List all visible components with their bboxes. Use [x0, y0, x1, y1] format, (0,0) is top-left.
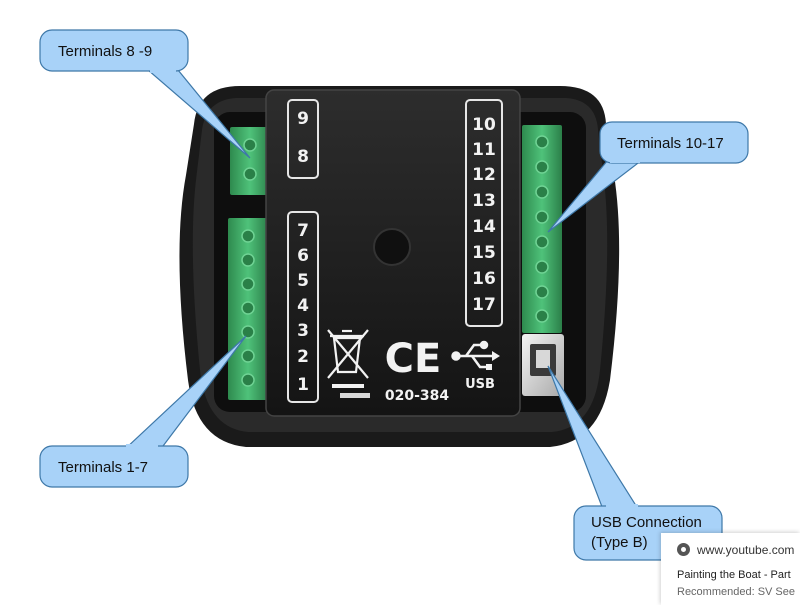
- terminal-number-13: 13: [472, 191, 496, 211]
- terminal-label-box-1-7: [287, 211, 319, 403]
- terminal-number-9: 9: [297, 109, 309, 129]
- callout-label-terminals-10-17: Terminals 10-17: [617, 135, 724, 152]
- terminal-block-8-9: [230, 127, 270, 195]
- led-indicator: [373, 228, 411, 266]
- label-bar: [340, 393, 370, 398]
- terminal-number-10: 10: [472, 115, 496, 135]
- terminal-number-17: 17: [472, 295, 496, 315]
- terminal-number-12: 12: [472, 165, 496, 185]
- terminal-label-box-10-17: [465, 99, 503, 327]
- callout-label-terminals-1-7: Terminals 1-7: [58, 459, 148, 476]
- globe-icon: [677, 543, 690, 556]
- terminal-number-4: 4: [297, 296, 309, 316]
- terminal-number-11: 11: [472, 140, 496, 160]
- popup-title[interactable]: Painting the Boat - Part: [677, 569, 791, 581]
- terminal-number-3: 3: [297, 321, 309, 341]
- terminal-number-8: 8: [297, 147, 309, 167]
- callout-label-usb-line1: USB Connection: [591, 514, 702, 531]
- terminal-number-2: 2: [297, 347, 309, 367]
- terminal-number-1: 1: [297, 375, 309, 395]
- popup-source-row: www.youtube.com: [677, 543, 794, 557]
- callout-terminals-1-7: Terminals 1-7: [39, 335, 247, 488]
- callout-label-terminals-8-9: Terminals 8 -9: [58, 43, 152, 60]
- callout-label-usb-line2: (Type B): [591, 534, 648, 551]
- ce-mark: CE: [385, 336, 442, 382]
- link-preview-popup[interactable]: www.youtube.com Painting the Boat - Part…: [661, 533, 800, 605]
- terminal-label-box-8-9: [287, 99, 319, 179]
- terminal-number-16: 16: [472, 269, 496, 289]
- usb-icon: [451, 340, 500, 370]
- callout-terminals-10-17: Terminals 10-17: [547, 121, 749, 233]
- part-number: 020-384: [385, 388, 450, 404]
- terminal-number-7: 7: [297, 221, 309, 241]
- device-front-panel: 9 8 7 6 5 4 3 2 1 10 11 12 13 14 15 16 1…: [265, 89, 521, 417]
- weee-bin-icon: [327, 329, 369, 388]
- terminal-number-14: 14: [472, 217, 496, 237]
- popup-subtitle: Recommended: SV See: [677, 586, 796, 598]
- terminal-number-15: 15: [472, 243, 496, 263]
- terminal-block-10-17: [522, 125, 562, 333]
- usb-label: USB: [465, 377, 495, 392]
- terminal-number-5: 5: [297, 271, 309, 291]
- terminal-number-6: 6: [297, 246, 309, 266]
- terminal-block-1-7: [228, 218, 268, 400]
- callout-terminals-8-9: Terminals 8 -9: [39, 29, 251, 159]
- popup-domain: www.youtube.com: [697, 543, 795, 557]
